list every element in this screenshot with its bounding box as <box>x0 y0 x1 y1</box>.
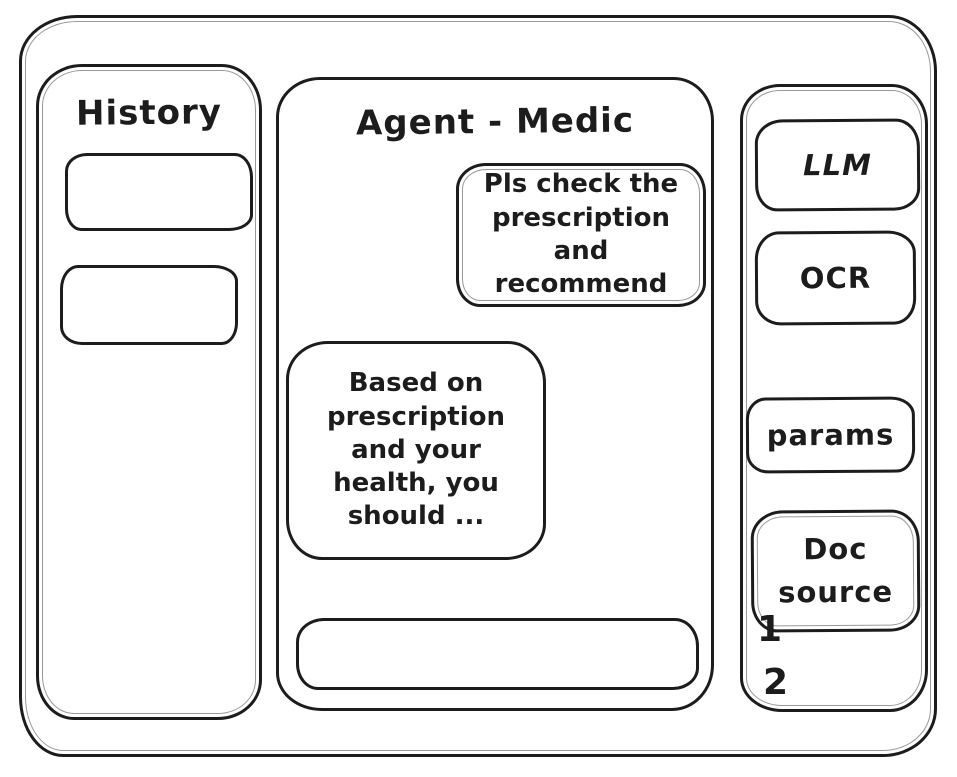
params-button-label: params <box>766 417 895 453</box>
history-item[interactable] <box>65 153 253 231</box>
chat-panel-title: Agent - Medic <box>355 100 635 144</box>
assistant-message-bubble: Based on prescription and your health, y… <box>286 341 546 560</box>
ocr-button[interactable]: OCR <box>754 230 917 326</box>
tools-panel: LLM OCR params Doc source 1 2 <box>740 84 928 712</box>
message-input[interactable] <box>296 618 699 690</box>
user-message-bubble: Pls check the prescription and recommend <box>456 163 706 307</box>
llm-button-label: LLM <box>802 147 873 183</box>
params-button[interactable]: params <box>745 396 916 474</box>
history-item[interactable] <box>60 265 238 345</box>
llm-button[interactable]: LLM <box>754 118 921 212</box>
ocr-button-label: OCR <box>799 260 872 296</box>
history-panel-title: History <box>75 92 223 134</box>
history-panel: History <box>36 64 262 720</box>
doc-source-item[interactable]: 2 <box>763 662 789 703</box>
chat-panel: Agent - Medic Pls check the prescription… <box>276 77 714 711</box>
doc-source-button-label: Doc source <box>778 531 894 610</box>
doc-source-item[interactable]: 1 <box>757 609 783 650</box>
